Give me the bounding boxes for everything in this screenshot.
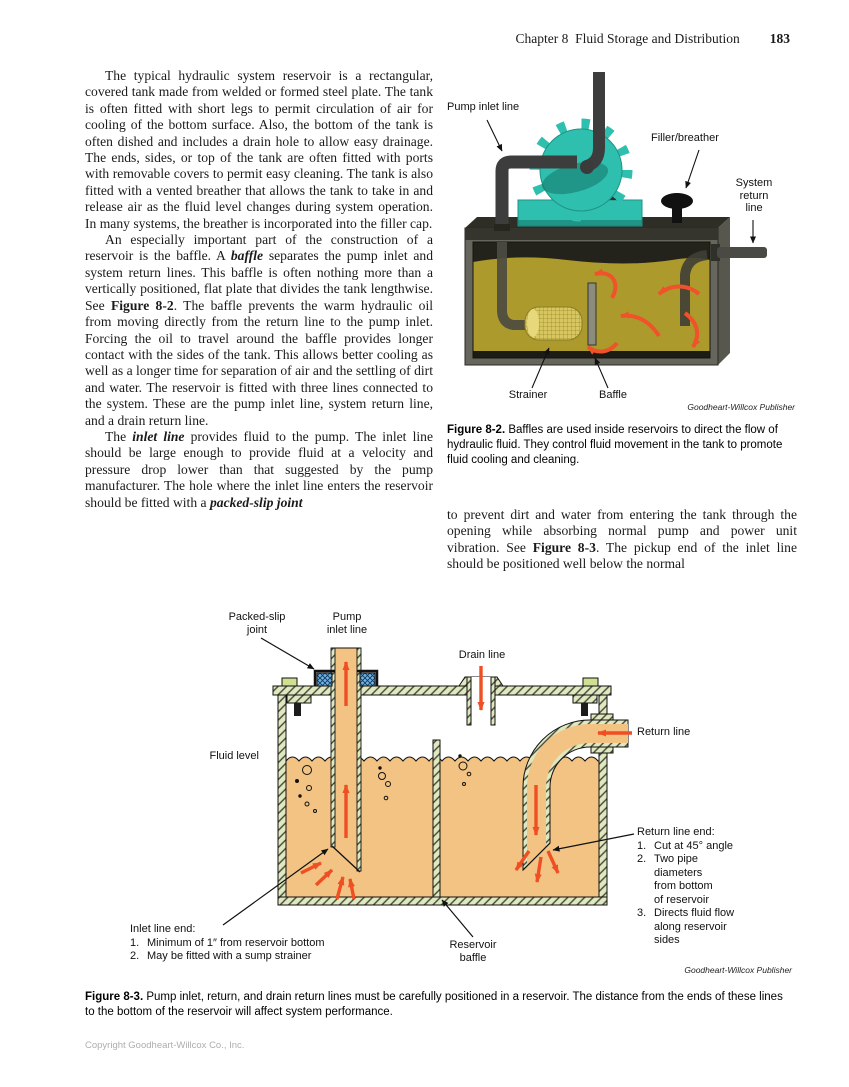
inlet-end-title: Inlet line end: (130, 923, 196, 935)
running-head: Chapter 8 Fluid Storage and Distribution… (0, 31, 790, 47)
term-inlet-line: inlet line (132, 428, 185, 444)
reservoir-baffle-graphic (432, 739, 441, 898)
figure-8-2-illustration (464, 72, 767, 389)
figure-8-2-credit: Goodheart-Willcox Publisher (687, 402, 795, 412)
paragraph-continuation: to prevent dirt and water from entering … (447, 507, 798, 572)
paragraph-1: The typical hydraulic system reservoir i… (85, 68, 433, 231)
right-column-text: to prevent dirt and water from entering … (447, 507, 797, 573)
label-strainer: Strainer (508, 389, 548, 401)
label-pump-inlet-line: Pump inlet line (447, 101, 520, 113)
figure-8-2-caption: Figure 8-2. Baffles are used inside rese… (447, 424, 783, 466)
right-column: Pump inlet line Filler/breather System r… (447, 70, 797, 573)
label-fluid-level: Fluid level (209, 750, 259, 762)
term-packed-slip-joint: packed-slip joint (209, 494, 303, 510)
pump-hub (580, 160, 594, 174)
inlet-pipe-flange (494, 224, 510, 231)
return-pipe-inside-tank (680, 250, 708, 326)
term-baffle: baffle (230, 248, 264, 264)
pump-inlet-pipe-graphic (330, 647, 362, 873)
reservoir-cover (272, 685, 612, 696)
chapter-title: Chapter 8 Fluid Storage and Distribution (515, 31, 740, 46)
label-baffle: Baffle (599, 389, 627, 401)
label-reservoir-baffle: Reservoir baffle (449, 939, 497, 964)
pump-inlet-pipe-graphic (495, 155, 577, 230)
page-number: 183 (769, 31, 790, 46)
label-return-line: Return line (637, 726, 691, 738)
pump-graphic (517, 118, 643, 227)
figure-8-3-leader-lines (222, 637, 635, 938)
inlet-line-end-notes: Inlet line end: 1.Minimum of 1″ from res… (130, 923, 375, 964)
inlet-pipe-inside-tank (497, 242, 526, 330)
label-pump-inlet-line-fig3: Pump inlet line (326, 611, 368, 636)
copyright-line: Copyright Goodheart-Willcox Co., Inc. (85, 1040, 245, 1051)
label-packed-slip-joint: Packed-slip joint (228, 611, 286, 636)
return-line-graphic (522, 719, 629, 872)
packed-slip-joint-graphic (313, 669, 379, 687)
filler-breather-graphic (661, 193, 693, 223)
air-bubbles (295, 754, 472, 813)
flow-arrows (300, 661, 632, 900)
paragraph-2: An especially important part of the cons… (85, 232, 434, 428)
return-line-end-notes: Return line end: 1.Cut at 45° angle 2.Tw… (637, 826, 777, 948)
figure-8-3-credit: Goodheart-Willcox Publisher (684, 965, 792, 975)
figure-8-2-leader-lines (486, 119, 756, 389)
return-end-title: Return line end: (637, 826, 715, 838)
label-drain-line: Drain line (458, 649, 506, 661)
left-column: The typical hydraulic system reservoir i… (85, 68, 433, 511)
figure-8-3-diagram (222, 637, 635, 938)
fluid-flow-arrows (586, 268, 701, 355)
strainer-graphic (524, 306, 583, 341)
figure-8-3-caption: Figure 8-3. Pump inlet, return, and drai… (85, 991, 783, 1018)
baffle-graphic (587, 282, 597, 346)
figure-8-3-reference: Figure 8-3 (532, 539, 596, 555)
figure-8-3: Packed-slip joint Pump inlet line Drain … (85, 598, 849, 988)
figure-8-2: Pump inlet line Filler/breather System r… (447, 70, 797, 415)
paragraph-3: The inlet line provides fluid to the pum… (85, 428, 433, 510)
label-system-return-line: System return line (735, 177, 773, 214)
label-filler-breather: Filler/breather (651, 132, 719, 144)
system-return-pipe-graphic (711, 244, 767, 261)
cover-bolts (281, 677, 599, 716)
figure-8-2-reference: Figure 8-2 (110, 297, 174, 313)
